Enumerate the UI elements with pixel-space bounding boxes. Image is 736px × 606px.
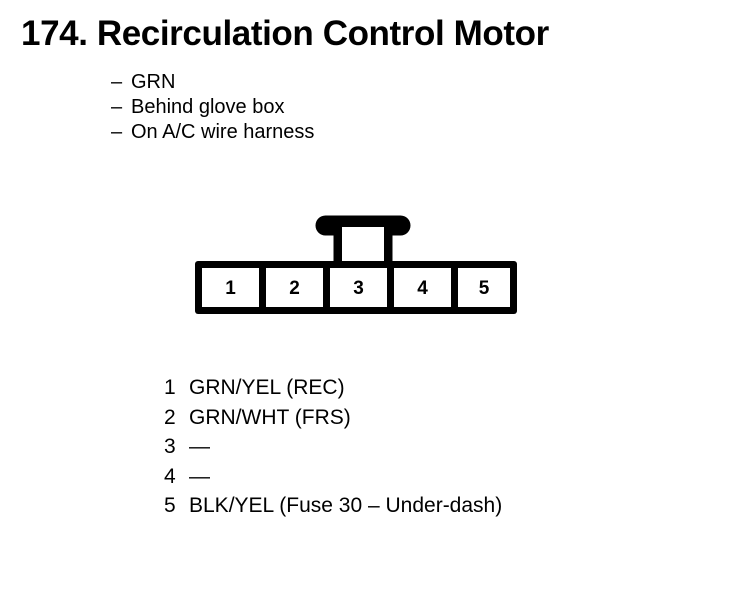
legend-pin-label: BLK/YEL (Fuse 30 – Under-dash) [189, 494, 503, 517]
legend-row: 1 GRN/YEL (REC) [164, 373, 502, 403]
legend-pin-number: 1 [164, 376, 176, 399]
pin-number-5: 5 [479, 278, 490, 299]
pin-number-1: 1 [225, 278, 236, 299]
legend-pin-label: — [189, 464, 210, 488]
legend-pin-label: GRN/YEL (REC) [189, 376, 345, 399]
pin-cavity-4 [394, 268, 451, 307]
note-line: –On A/C wire harness [111, 120, 314, 145]
note-text: On A/C wire harness [131, 121, 315, 143]
pin-legend: 1 GRN/YEL (REC) 2 GRN/WHT (FRS) 3 — 4 — … [164, 373, 502, 521]
legend-row: 4 — [164, 462, 502, 492]
legend-row: 5 BLK/YEL (Fuse 30 – Under-dash) [164, 491, 502, 521]
legend-pin-number: 4 [164, 464, 176, 488]
pin-number-2: 2 [289, 278, 300, 299]
legend-pin-number: 3 [164, 435, 176, 458]
note-line: –Behind glove box [111, 95, 314, 120]
pin-cavity-1 [202, 268, 259, 307]
notes-list: –GRN –Behind glove box –On A/C wire harn… [111, 70, 314, 145]
legend-row: 2 GRN/WHT (FRS) [164, 403, 502, 433]
note-text: Behind glove box [131, 96, 285, 118]
legend-pin-label: — [189, 435, 210, 458]
note-dash: – [111, 121, 123, 143]
page-title: 174. Recirculation Control Motor [21, 14, 549, 53]
note-dash: – [111, 96, 123, 118]
pin-cavity-5 [458, 268, 510, 307]
note-text: GRN [131, 71, 176, 93]
legend-pin-number: 2 [164, 405, 176, 429]
connector-latch-tab [315, 215, 411, 262]
legend-row: 3 — [164, 432, 502, 462]
pin-number-4: 4 [417, 278, 428, 299]
pin-cavity-2 [266, 268, 323, 307]
legend-pin-number: 5 [164, 494, 176, 517]
note-dash: – [111, 71, 123, 93]
pin-number-3: 3 [353, 278, 364, 299]
connector-diagram: 1 2 3 4 5 [194, 213, 524, 318]
pin-cavity-3 [330, 268, 387, 307]
legend-pin-label: GRN/WHT (FRS) [189, 405, 351, 429]
note-line: –GRN [111, 70, 314, 95]
